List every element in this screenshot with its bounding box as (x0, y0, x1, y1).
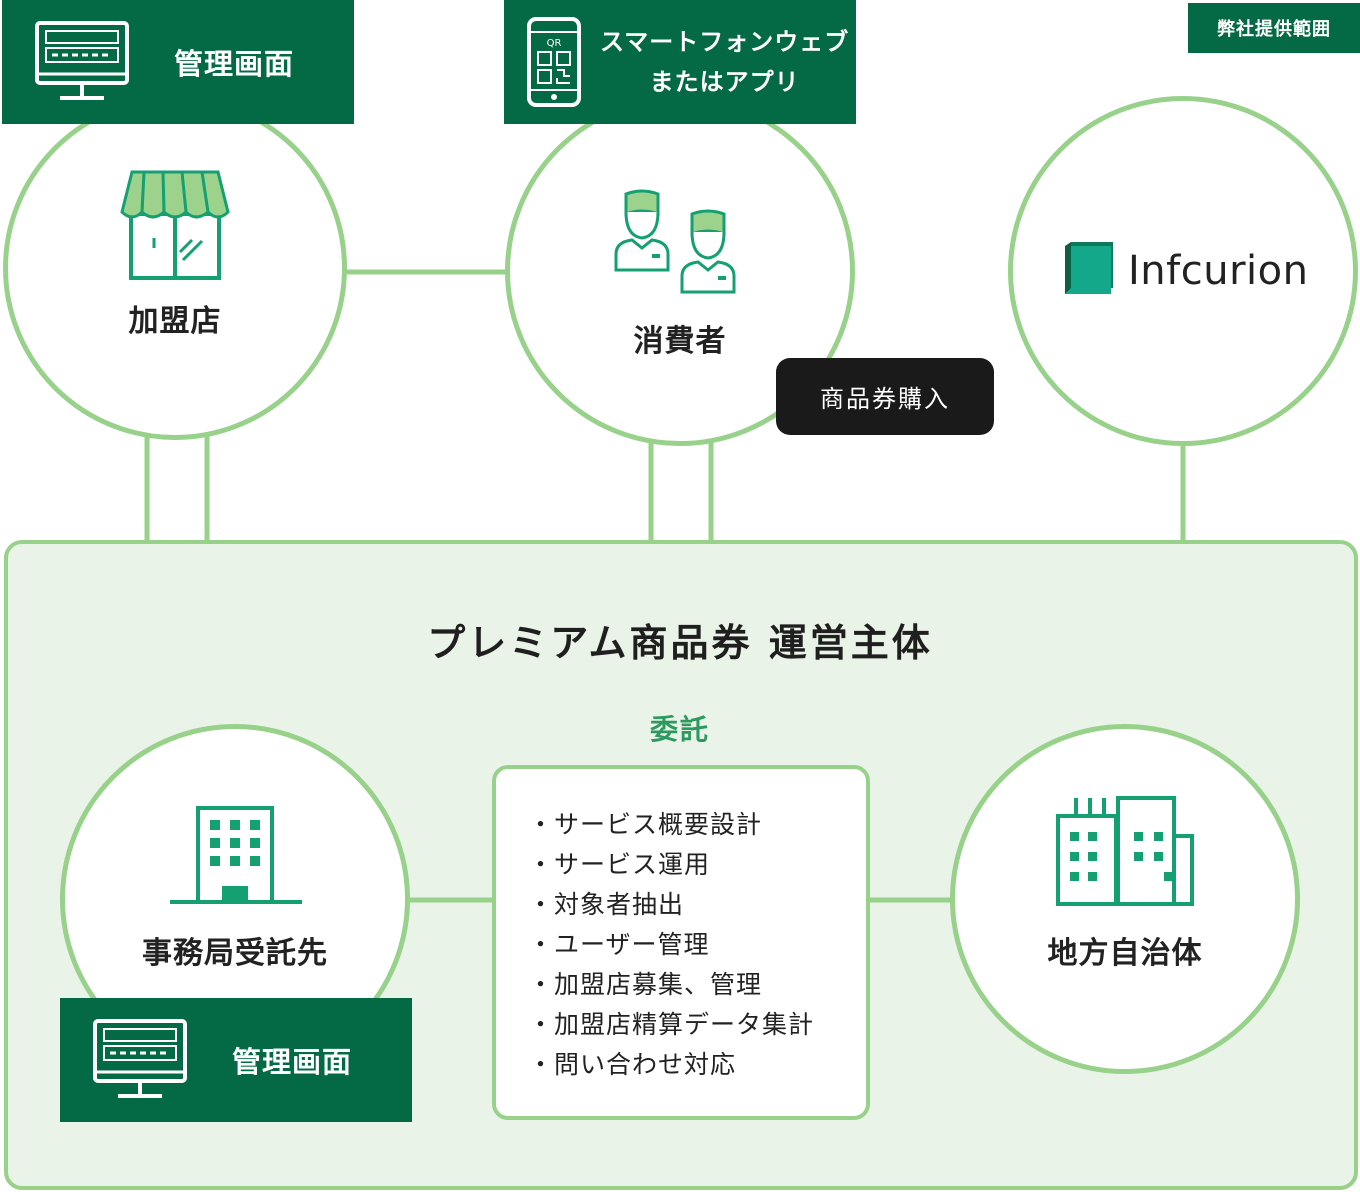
qr-phone-icon: QR (527, 17, 581, 107)
municipality-circle (950, 724, 1300, 1074)
admin-screen-box-bottom: 管理画面 (60, 998, 412, 1122)
task-item: ・問い合わせ対応 (528, 1050, 737, 1079)
delegation-label: 委託 (649, 713, 710, 746)
operator-title: プレミアム商品券 運営主体 (427, 621, 933, 665)
infcurion-logo-text: Infcurion (1128, 248, 1309, 294)
infcurion-logo-icon (1065, 242, 1113, 294)
purchase-bubble: 商品券購入 (776, 358, 994, 435)
monitor-icon (35, 21, 129, 100)
task-item: ・ユーザー管理 (528, 930, 710, 959)
task-item: ・加盟店募集、管理 (528, 970, 763, 999)
secretariat-label: 事務局受託先 (142, 936, 328, 971)
shop-icon (120, 170, 230, 280)
task-item: ・対象者抽出 (528, 890, 685, 919)
scope-tag: 弊社提供範囲 (1188, 3, 1360, 53)
smartphone-line2: またはアプリ (649, 68, 800, 96)
task-item: ・サービス運用 (528, 850, 711, 879)
municipality-label: 地方自治体 (1047, 936, 1203, 971)
smartphone-line1: スマートフォンウェブ (600, 28, 850, 56)
city-buildings-icon (1056, 796, 1194, 906)
admin-screen-label-bottom: 管理画面 (232, 1045, 353, 1079)
consumer-label: 消費者 (633, 324, 727, 359)
admin-screen-label-top: 管理画面 (174, 47, 295, 81)
smartphone-box: QR スマートフォンウェブ またはアプリ (504, 0, 856, 124)
monitor-icon (93, 1019, 187, 1098)
admin-screen-box-top: 管理画面 (2, 0, 354, 124)
task-list: ・サービス概要設計 ・サービス運用 ・対象者抽出 ・ユーザー管理 ・加盟店募集、… (496, 769, 866, 1085)
office-building-icon (170, 806, 302, 904)
svg-text:QR: QR (547, 38, 562, 49)
merchant-label: 加盟店 (128, 304, 222, 339)
task-item: ・加盟店精算データ集計 (528, 1010, 815, 1039)
task-item: ・サービス概要設計 (528, 810, 763, 839)
task-list-box: ・サービス概要設計 ・サービス運用 ・対象者抽出 ・ユーザー管理 ・加盟店募集、… (492, 765, 870, 1120)
people-icon (614, 189, 736, 294)
